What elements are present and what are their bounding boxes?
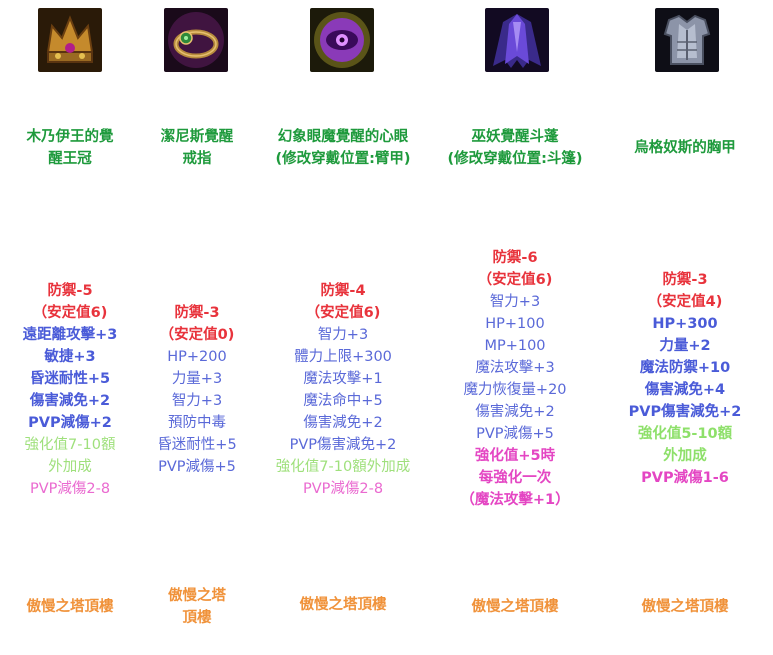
stat-line: PVP減傷+5	[158, 459, 236, 475]
stat-line: PVP減傷+5	[476, 426, 554, 442]
stat-line: 防禦-6	[492, 250, 538, 266]
stat-line: （安定值6)	[305, 305, 381, 321]
item-source-line: 傲慢之塔	[168, 588, 226, 604]
stat-line: 昏迷耐性+5	[157, 437, 237, 453]
stat-line: 預防中毒	[168, 415, 226, 431]
stat-line: 智力+3	[317, 327, 369, 343]
item-stats: 防禦-4 （安定值6) 智力+3 體力上限+300 魔法攻擊+1 魔法命中+5 …	[256, 280, 430, 500]
item-name: 巫妖覺醒斗蓬 (修改穿戴位置:斗篷)	[436, 126, 594, 170]
item-source-line: 傲慢之塔頂樓	[641, 599, 729, 615]
item-source-line: 傲慢之塔頂樓	[471, 599, 559, 615]
item-source: 傲慢之塔頂樓	[0, 596, 140, 618]
item-source: 傲慢之塔頂樓	[600, 596, 770, 618]
ring-icon	[164, 8, 228, 72]
stat-line: PVP傷害減免+2	[628, 404, 742, 420]
stat-line: 魔法攻擊+1	[303, 371, 383, 387]
item-stats: 防禦-6 （安定值6) 智力+3 HP+100 MP+100 魔法攻擊+3 魔力…	[436, 247, 594, 511]
stat-line: 力量+2	[659, 338, 711, 354]
cloak-icon	[485, 8, 549, 72]
eye-orb-icon	[310, 8, 374, 72]
stat-line: （安定值6)	[32, 305, 108, 321]
stat-line: 昏迷耐性+5	[29, 371, 111, 387]
stat-line: PVP減傷1-6	[641, 470, 729, 486]
item-source: 傲慢之塔頂樓	[436, 596, 594, 618]
stat-line: 敏捷+3	[44, 349, 96, 365]
item-column-5: 烏格奴斯的胸甲 防禦-3 （安定值4) HP+300 力量+2 魔法防禦+10 …	[600, 0, 770, 655]
item-source-line: 傲慢之塔頂樓	[26, 599, 114, 615]
stat-line: （安定值0)	[159, 327, 235, 343]
stat-line: 防禦-3	[662, 272, 708, 288]
item-name-line: 幻象眼魔覺醒的心眼	[277, 129, 409, 145]
stat-line: 防禦-3	[174, 305, 220, 321]
stat-line: 傷害減免+2	[303, 415, 383, 431]
stat-line: 遠距離攻擊+3	[22, 327, 118, 343]
item-column-1: 木乃伊王的覺 醒王冠 防禦-5 （安定值6) 遠距離攻擊+3 敏捷+3 昏迷耐性…	[0, 0, 140, 655]
stat-line: 防禦-4	[320, 283, 366, 299]
stat-line: HP+300	[652, 316, 718, 332]
stat-line: 外加成	[48, 459, 92, 475]
item-name-line: 醒王冠	[48, 151, 92, 167]
item-source-line: 傲慢之塔頂樓	[299, 597, 387, 613]
breastplate-icon	[655, 8, 719, 72]
item-name: 烏格奴斯的胸甲	[600, 137, 770, 159]
item-name-line: (修改穿戴位置:臂甲)	[275, 151, 411, 167]
item-source-line: 頂樓	[182, 610, 212, 626]
stat-line: 強化值7-10額	[24, 437, 116, 453]
stat-line: 強化值+5時	[474, 448, 556, 464]
stat-line: 外加成	[663, 448, 707, 464]
stat-line: 強化值5-10額	[637, 426, 733, 442]
stat-line: 防禦-5	[47, 283, 93, 299]
stat-line: 強化值7-10額外加成	[275, 459, 411, 475]
item-source: 傲慢之塔 頂樓	[142, 585, 252, 629]
item-name-line: (修改穿戴位置:斗篷)	[447, 151, 583, 167]
stat-line: 魔法防禦+10	[639, 360, 731, 376]
stat-line: MP+100	[484, 338, 546, 354]
stat-line: HP+200	[167, 349, 227, 365]
stat-line: 智力+3	[489, 294, 541, 310]
stat-line: 傷害減免+4	[644, 382, 726, 398]
stat-line: PVP減傷+2	[28, 415, 112, 431]
stat-line: 每強化一次	[478, 470, 552, 486]
stat-line: （魔法攻擊+1）	[460, 492, 570, 508]
stat-line: PVP減傷2-8	[302, 481, 384, 497]
item-column-2: 潔尼斯覺醒 戒指 防禦-3 （安定值0) HP+200 力量+3 智力+3 預防…	[142, 0, 252, 655]
item-name: 潔尼斯覺醒 戒指	[142, 126, 252, 170]
stat-line: 魔力恢復量+20	[463, 382, 567, 398]
stat-line: （安定值4)	[647, 294, 723, 310]
stat-line: PVP減傷2-8	[29, 481, 111, 497]
item-name-line: 木乃伊王的覺	[26, 129, 114, 145]
item-name-line: 潔尼斯覺醒	[160, 129, 234, 145]
item-name: 木乃伊王的覺 醒王冠	[0, 126, 140, 170]
stat-line: 智力+3	[171, 393, 223, 409]
stat-line: 力量+3	[171, 371, 223, 387]
item-name-line: 巫妖覺醒斗蓬	[471, 129, 559, 145]
stat-line: 傷害減免+2	[29, 393, 111, 409]
item-name-line: 烏格奴斯的胸甲	[634, 140, 736, 156]
stat-line: 體力上限+300	[294, 349, 392, 365]
item-stats: 防禦-3 （安定值4) HP+300 力量+2 魔法防禦+10 傷害減免+4 P…	[600, 269, 770, 489]
item-source: 傲慢之塔頂樓	[256, 594, 430, 616]
item-column-4: 巫妖覺醒斗蓬 (修改穿戴位置:斗篷) 防禦-6 （安定值6) 智力+3 HP+1…	[436, 0, 594, 655]
item-column-3: 幻象眼魔覺醒的心眼 (修改穿戴位置:臂甲) 防禦-4 （安定值6) 智力+3 體…	[256, 0, 430, 655]
stat-line: HP+100	[485, 316, 545, 332]
stat-line: 魔法攻擊+3	[475, 360, 555, 376]
crown-icon	[38, 8, 102, 72]
stat-line: （安定值6)	[477, 272, 553, 288]
item-stats: 防禦-5 （安定值6) 遠距離攻擊+3 敏捷+3 昏迷耐性+5 傷害減免+2 P…	[0, 280, 140, 500]
stat-line: 傷害減免+2	[475, 404, 555, 420]
item-name-line: 戒指	[182, 151, 212, 167]
stat-line: PVP傷害減免+2	[289, 437, 397, 453]
item-name: 幻象眼魔覺醒的心眼 (修改穿戴位置:臂甲)	[256, 126, 430, 170]
stat-line: 魔法命中+5	[303, 393, 383, 409]
item-stats: 防禦-3 （安定值0) HP+200 力量+3 智力+3 預防中毒 昏迷耐性+5…	[142, 302, 252, 478]
